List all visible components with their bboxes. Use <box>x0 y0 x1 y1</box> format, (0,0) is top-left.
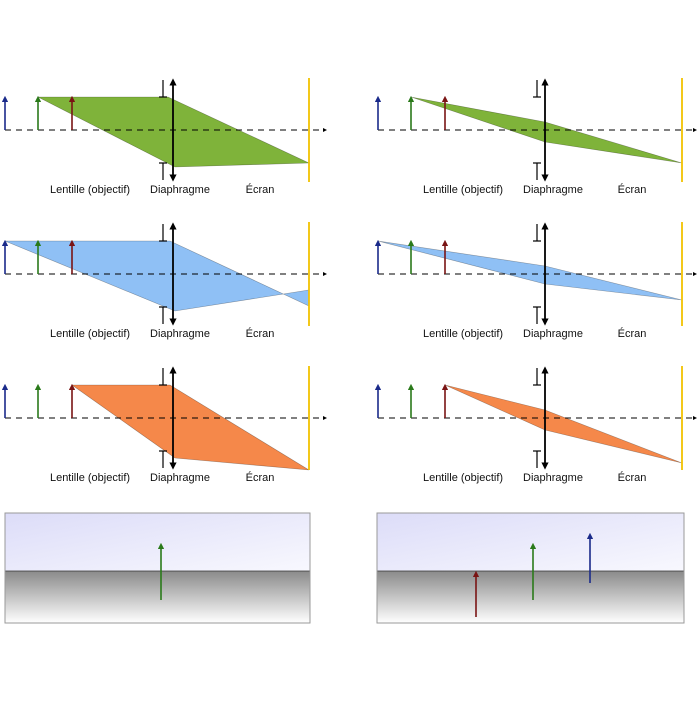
light-beam <box>4 240 310 312</box>
lens-label: Lentille (objectif) <box>50 184 130 196</box>
lens-label: Lentille (objectif) <box>423 184 503 196</box>
light-beam <box>71 384 310 471</box>
screen-label: Écran <box>246 327 275 340</box>
screen-label: Écran <box>246 183 275 196</box>
diaphragm-label: Diaphragme <box>523 328 583 340</box>
sky-area <box>5 513 310 571</box>
screen-label: Écran <box>618 183 647 196</box>
diaphragm-label: Diaphragme <box>523 472 583 484</box>
screen-label: Écran <box>618 327 647 340</box>
ground-area <box>5 571 310 623</box>
diaphragm-label: Diaphragme <box>523 184 583 196</box>
diaphragm-label: Diaphragme <box>150 472 210 484</box>
lens-label: Lentille (objectif) <box>423 328 503 340</box>
lens-label: Lentille (objectif) <box>50 328 130 340</box>
image-frame <box>4 512 311 624</box>
ground-area <box>377 571 684 623</box>
diaphragm-label: Diaphragme <box>150 328 210 340</box>
lens-label: Lentille (objectif) <box>423 472 503 484</box>
screen-label: Écran <box>618 471 647 484</box>
screen-label: Écran <box>246 471 275 484</box>
light-beam <box>377 240 683 301</box>
sky-area <box>377 513 684 571</box>
light-beam <box>444 384 683 464</box>
diaphragm-label: Diaphragme <box>150 184 210 196</box>
image-frame <box>376 512 685 624</box>
lens-label: Lentille (objectif) <box>50 472 130 484</box>
